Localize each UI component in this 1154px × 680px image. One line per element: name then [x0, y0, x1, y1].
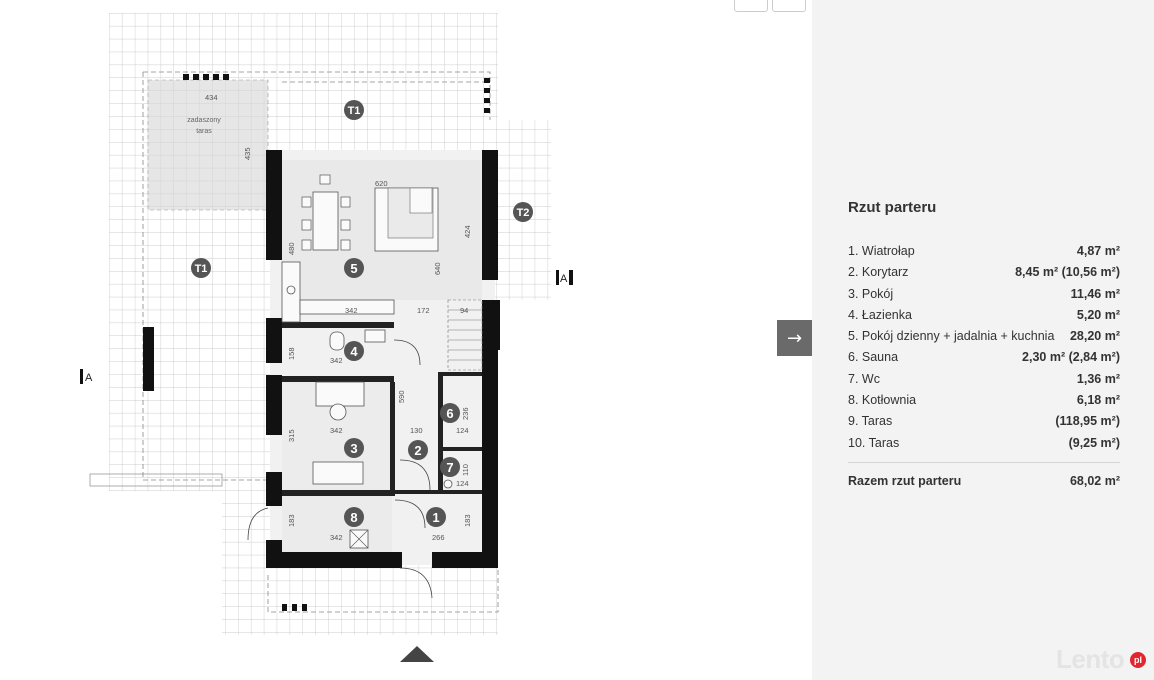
dim-label: 124: [456, 479, 469, 488]
lento-logo-badge: pl: [1130, 652, 1146, 668]
exterior-walls: [80, 150, 573, 568]
room-area: 1,36 m²: [1076, 371, 1120, 386]
dim-label: 124: [456, 426, 469, 435]
room-name: 9. Taras: [848, 414, 893, 429]
dim-label: 424: [463, 225, 472, 238]
dim-label: 435: [243, 147, 252, 160]
room-number-7: 7: [446, 460, 453, 475]
room-area: 28,20 m²: [1069, 329, 1120, 344]
list-item: 1. Wiatrołap 4,87 m²: [848, 241, 1120, 262]
dim-label: 590: [397, 390, 406, 403]
room-name: 8. Kotłownia: [848, 393, 917, 408]
dim-label: 342: [330, 426, 343, 435]
list-item: 6. Sauna 2,30 m² (2,84 m²): [848, 347, 1120, 368]
dim-label: 434: [205, 93, 218, 102]
list-item: 5. Pokój dzienny + jadalnia + kuchnia 28,…: [848, 326, 1120, 347]
room-area: 5,20 m²: [1076, 307, 1120, 322]
step-platform: [89, 473, 223, 487]
total-row: Razem rzut parteru 68,02 m²: [848, 474, 1120, 488]
room-name: 5. Pokój dzienny + jadalnia + kuchnia: [848, 329, 1055, 344]
dim-label: 94: [460, 306, 468, 315]
triangle-up-icon[interactable]: [400, 646, 434, 662]
plan-viewer: 1 2 3 4 5 6 7 8 T1 T1 T2 A A zadaszony t…: [80, 0, 812, 662]
section-mark-left: A: [85, 372, 93, 384]
room-area: 11,46 m²: [1070, 286, 1120, 301]
divider: [848, 462, 1120, 463]
dim-label: 183: [463, 514, 472, 527]
list-item: 2. Korytarz 8,45 m² (10,56 m²): [848, 262, 1120, 283]
next-image-button[interactable]: →: [777, 320, 812, 356]
terrace-label-t2: T2: [517, 207, 530, 219]
dim-label: 342: [330, 356, 343, 365]
arrow-right-icon: →: [786, 327, 803, 349]
dim-label: 236: [461, 407, 470, 420]
room-name: 3. Pokój: [848, 286, 894, 301]
room-name: 2. Korytarz: [848, 265, 909, 280]
dim-label: 130: [410, 426, 423, 435]
dim-label: 266: [432, 533, 445, 542]
room-area: (9,25 m²): [1068, 435, 1120, 450]
lento-logo: Lento: [1056, 644, 1125, 674]
room-number-3: 3: [350, 441, 357, 456]
next-thumb-button[interactable]: [772, 0, 806, 12]
room-number-8: 8: [350, 510, 357, 525]
terrace-label-t1-left: T1: [195, 263, 208, 275]
dim-label: 342: [345, 306, 358, 315]
section-mark-right: A: [560, 273, 568, 285]
interior-walls: [282, 322, 482, 496]
total-area: 68,02 m²: [1069, 474, 1120, 488]
list-item: 3. Pokój 11,46 m²: [848, 284, 1120, 305]
dim-label: 110: [461, 464, 470, 476]
dim-label: 183: [287, 514, 296, 527]
dim-label: 342: [330, 533, 343, 542]
room-list: 1. Wiatrołap 4,87 m² 2. Korytarz 8,45 m² (…: [848, 241, 1120, 454]
room-area: 2,30 m² (2,84 m²): [1022, 350, 1120, 365]
panel-title: Rzut parteru: [848, 199, 937, 216]
room-name: 1. Wiatrołap: [848, 244, 915, 258]
dim-label: 620: [375, 179, 388, 188]
room-number-1: 1: [432, 510, 439, 525]
room-markers: [191, 100, 533, 527]
list-item: 4. Łazienka 5,20 m²: [848, 305, 1120, 326]
dim-label: 158: [287, 347, 296, 360]
dim-label: 315: [287, 429, 296, 442]
room-name: 4. Łazienka: [848, 307, 912, 322]
list-item: 10. Taras (9,25 m²): [848, 433, 1120, 454]
total-label: Razem rzut parteru: [848, 474, 962, 488]
dim-label: 172: [417, 306, 430, 315]
list-item: 7. Wc 1,36 m²: [848, 369, 1120, 390]
floor-plan: 1 2 3 4 5 6 7 8 T1 T1 T2 A A zadaszony t…: [80, 13, 573, 662]
room-number-5: 5: [350, 261, 357, 276]
covered-terrace-text-2: taras: [196, 128, 212, 135]
room-area: (118,95 m²): [1055, 414, 1120, 429]
terrace-label-t1-top: T1: [348, 105, 361, 117]
room-area: 6,18 m²: [1076, 393, 1120, 408]
covered-terrace-text-1: zadaszony: [187, 117, 221, 124]
room-area: 4,87 m²: [1076, 244, 1120, 258]
details-panel: Rzut parteru 1. Wiatrołap 4,87 m² 2. Kory…: [812, 0, 1154, 680]
room-name: 7. Wc: [848, 371, 880, 386]
room-number-4: 4: [350, 344, 358, 359]
list-item: 9. Taras (118,95 m²): [848, 411, 1120, 432]
prev-thumb-button[interactable]: [734, 0, 768, 12]
dim-label: 480: [287, 242, 296, 255]
dim-label: 640: [433, 262, 442, 275]
list-item: 8. Kotłownia 6,18 m²: [848, 390, 1120, 411]
room-number-6: 6: [446, 406, 453, 421]
room-name: 6. Sauna: [848, 350, 899, 365]
room-number-2: 2: [414, 443, 421, 458]
room-area: 8,45 m² (10,56 m²): [1015, 265, 1120, 280]
room-name: 10. Taras: [848, 435, 900, 450]
